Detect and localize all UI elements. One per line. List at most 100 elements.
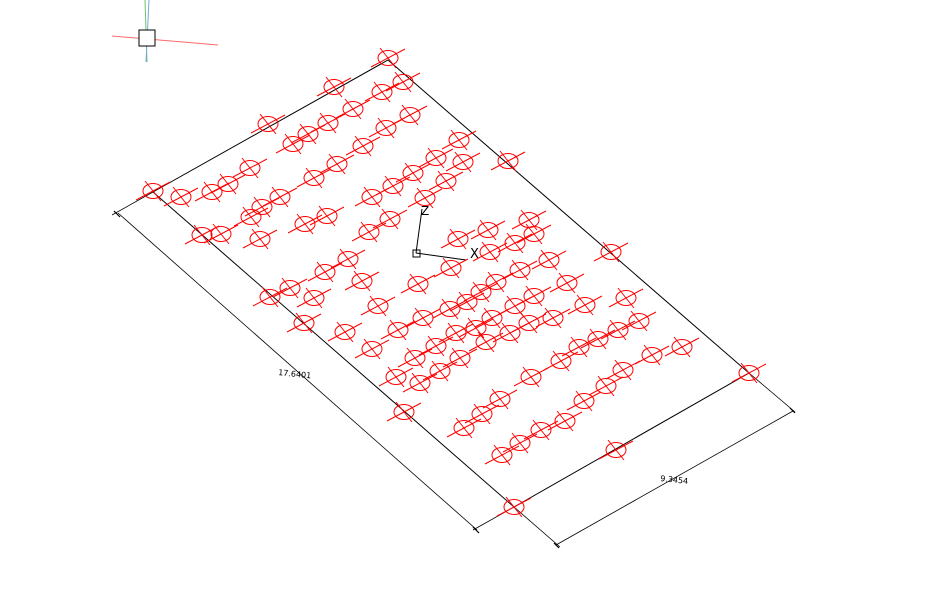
pile-marker-ellipse xyxy=(504,298,526,314)
pile-marker xyxy=(345,135,381,157)
pile-marker xyxy=(380,319,416,341)
pile-marker-ellipse xyxy=(518,315,540,331)
pile-marker-ellipse xyxy=(456,294,478,310)
dimension-length: 17.6401 xyxy=(111,191,515,534)
pile-marker-cross xyxy=(458,291,476,313)
pile-marker-cross xyxy=(281,277,299,299)
pile-marker xyxy=(547,410,583,432)
pile-marker xyxy=(513,366,549,388)
pile-marker-ellipse xyxy=(293,315,315,331)
pile-marker-cross xyxy=(570,336,588,358)
pile-marker-cross xyxy=(384,175,402,197)
pile-marker-ellipse xyxy=(361,341,383,357)
pile-marker-cross xyxy=(325,76,343,98)
ucs-x-label: X xyxy=(470,247,479,262)
pile-marker xyxy=(464,403,500,425)
pile-marker-ellipse xyxy=(554,413,576,429)
pile-marker xyxy=(516,223,552,245)
pile-marker xyxy=(385,71,421,93)
pile-marker-cross xyxy=(597,375,615,397)
ucs-cursor-icon xyxy=(111,0,219,63)
pile-marker-ellipse xyxy=(326,156,348,172)
pile-marker-ellipse xyxy=(279,280,301,296)
pile-marker-cross xyxy=(316,261,334,283)
pile-marker-cross xyxy=(389,319,407,341)
pile-marker xyxy=(290,123,326,145)
pile-marker-ellipse xyxy=(367,298,389,314)
pile-marker xyxy=(496,496,532,518)
pile-marker xyxy=(543,350,579,372)
pile-marker-cross xyxy=(318,205,336,227)
pile-marker-cross xyxy=(609,319,627,341)
pile-marker-ellipse xyxy=(595,378,617,394)
pile-marker-cross xyxy=(379,47,397,69)
pile-marker xyxy=(605,359,641,381)
pile-marker-cross xyxy=(673,336,691,358)
pile-marker-ellipse xyxy=(239,160,261,176)
pile-marker-ellipse xyxy=(440,260,462,276)
pile-marker xyxy=(470,219,506,241)
pile-marker xyxy=(516,285,552,307)
pile-marker-cross xyxy=(525,223,543,245)
pile-marker-ellipse xyxy=(377,50,399,66)
pile-marker-cross xyxy=(271,186,289,208)
pile-marker-cross xyxy=(363,338,381,360)
pile-marker-cross xyxy=(261,286,279,308)
pile-marker xyxy=(402,372,438,394)
pile-marker-ellipse xyxy=(404,350,426,366)
pile-marker-ellipse xyxy=(334,324,356,340)
pile-marker-cross xyxy=(404,162,422,184)
pile-marker-cross xyxy=(411,372,429,394)
pile-marker xyxy=(433,257,469,279)
pile-marker-cross xyxy=(328,153,346,175)
pile-marker-cross xyxy=(427,335,445,357)
pile-marker xyxy=(296,167,332,189)
pile-marker-ellipse xyxy=(323,79,345,95)
pile-marker-ellipse xyxy=(435,173,457,189)
pile-marker-ellipse xyxy=(503,499,525,515)
pile-marker-ellipse xyxy=(303,170,325,186)
pile-marker-ellipse xyxy=(399,107,421,123)
pile-marker xyxy=(482,388,518,410)
pile-marker-ellipse xyxy=(568,339,590,355)
pile-marker-cross xyxy=(344,98,362,120)
pile-marker xyxy=(445,151,481,173)
pile-marker xyxy=(468,331,504,353)
pile-marker-cross xyxy=(172,186,190,208)
pile-marker xyxy=(370,47,406,69)
pile-marker-cross xyxy=(506,295,524,317)
pile-marker xyxy=(135,180,171,202)
pile-marker xyxy=(330,248,366,270)
pile-marker-ellipse xyxy=(402,165,424,181)
pile-marker-ellipse xyxy=(382,178,404,194)
pile-marker-cross xyxy=(511,259,529,281)
pile-marker-cross xyxy=(305,287,323,309)
pile-marker-cross xyxy=(295,312,313,334)
pile-marker-ellipse xyxy=(471,406,493,422)
pile-marker xyxy=(203,223,239,245)
pile-marker xyxy=(354,186,390,208)
pile-marker-ellipse xyxy=(641,347,663,363)
pile-marker-ellipse xyxy=(249,231,271,247)
pile-marker xyxy=(566,390,602,412)
pile-marker-cross xyxy=(617,287,635,309)
pile-marker xyxy=(351,221,387,243)
pile-marker-ellipse xyxy=(191,227,213,243)
pile-marker xyxy=(580,328,616,350)
pile-marker-cross xyxy=(416,187,434,209)
pile-marker-ellipse xyxy=(628,313,650,329)
pile-marker-ellipse xyxy=(170,189,192,205)
pile-marker-ellipse xyxy=(479,244,501,260)
pile-marker-ellipse xyxy=(504,235,526,251)
pile-marker-ellipse xyxy=(530,422,552,438)
pile-marker-cross xyxy=(353,270,371,292)
pile-marker xyxy=(497,232,533,254)
pile-marker-cross xyxy=(305,167,323,189)
pile-marker-cross xyxy=(472,281,490,303)
pile-marker-ellipse xyxy=(523,226,545,242)
pile-marker-ellipse xyxy=(407,276,429,292)
pile-marker xyxy=(497,295,533,317)
pile-marker-ellipse xyxy=(393,404,415,420)
pile-marker xyxy=(449,291,485,313)
